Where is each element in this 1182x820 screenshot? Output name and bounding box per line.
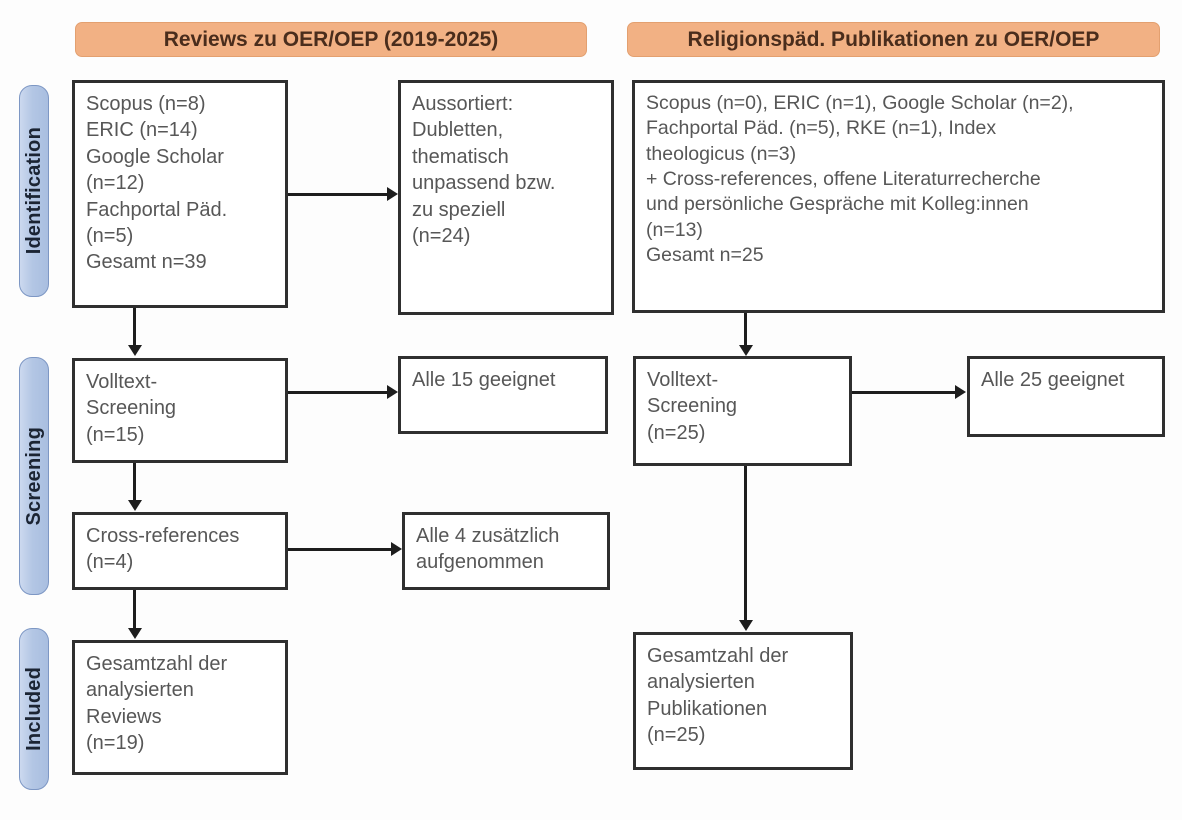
node-line: Volltext-: [647, 369, 719, 391]
node-line: aufgenommen: [416, 551, 544, 574]
arrowhead-right-fulltext-to-eligible: [955, 385, 966, 399]
phase-pill-identification: Identification: [19, 85, 49, 297]
node-line: Cross-references: [86, 525, 240, 547]
node-line: Publikationen: [647, 697, 768, 720]
node-left-crossreferences-added: Alle 4 zusätzlich aufgenommen: [402, 512, 610, 590]
node-line: ERIC (n=14): [86, 119, 198, 142]
connector-left-sources-to-fulltext: [133, 308, 136, 346]
node-left-crossreferences: Cross-references (n=4): [72, 512, 288, 590]
node-line: Screening: [86, 397, 177, 420]
node-line: theologicus (n=3): [646, 142, 797, 165]
phase-pill-included: Included: [19, 628, 49, 790]
node-line: Gesamtzahl der: [647, 645, 789, 667]
connector-right-sources-to-fulltext: [744, 313, 747, 346]
node-line: (n=25): [647, 421, 706, 444]
connector-right-fulltext-to-eligible: [852, 391, 956, 394]
connector-left-crossref-to-added: [288, 548, 392, 551]
node-line: thematisch: [412, 145, 509, 168]
node-line: Dubletten,: [412, 119, 504, 142]
node-line: Fachportal Päd.: [86, 198, 228, 221]
node-line: Alle 25 geeignet: [981, 369, 1125, 391]
node-line: Aussortiert:: [412, 93, 514, 115]
phase-label-included: Included: [22, 667, 45, 751]
node-line: (n=5): [86, 224, 134, 247]
node-line: zu speziell: [412, 198, 506, 221]
arrowhead-left-fulltext-to-crossref: [128, 500, 142, 511]
node-line: Volltext-: [86, 371, 158, 393]
node-line: Screening: [647, 395, 738, 418]
connector-left-sources-to-excluded: [288, 193, 388, 196]
node-left-sources: Scopus (n=8) ERIC (n=14) Google Scholar …: [72, 80, 288, 308]
node-left-included-total: Gesamtzahl der analysierten Reviews (n=1…: [72, 640, 288, 775]
connector-left-crossref-to-included: [133, 590, 136, 630]
phase-label-identification: Identification: [22, 127, 45, 255]
node-line: (n=19): [86, 732, 145, 755]
phase-pill-screening: Screening: [19, 357, 49, 595]
column-header-religionspaed: Religionspäd. Publikationen zu OER/OEP: [627, 22, 1160, 57]
node-right-fulltext-screening: Volltext- Screening (n=25): [633, 356, 852, 466]
arrowhead-left-sources-to-fulltext: [128, 345, 142, 356]
node-line: Scopus (n=8): [86, 93, 206, 115]
node-left-fulltext-screening: Volltext- Screening (n=15): [72, 358, 288, 463]
arrowhead-left-sources-to-excluded: [387, 187, 398, 201]
node-right-included-total: Gesamtzahl der analysierten Publikatione…: [633, 632, 853, 770]
node-line: (n=25): [647, 724, 706, 747]
node-right-eligible: Alle 25 geeignet: [967, 356, 1165, 437]
connector-left-fulltext-to-eligible: [288, 391, 388, 394]
node-line: Gesamt n=25: [646, 244, 764, 267]
node-line: Google Scholar: [86, 145, 224, 168]
node-line: Gesamtzahl der: [86, 653, 228, 675]
node-line: Reviews: [86, 705, 162, 728]
node-left-eligible: Alle 15 geeignet: [398, 356, 608, 434]
node-line: Scopus (n=0), ERIC (n=1), Google Scholar…: [646, 92, 1074, 114]
arrowhead-right-fulltext-to-included: [739, 620, 753, 631]
node-line: Fachportal Päd. (n=5), RKE (n=1), Index: [646, 117, 997, 140]
node-line: (n=12): [86, 172, 145, 195]
node-right-sources: Scopus (n=0), ERIC (n=1), Google Scholar…: [632, 80, 1165, 313]
node-line: (n=15): [86, 423, 145, 446]
node-line: (n=24): [412, 224, 471, 247]
column-header-reviews: Reviews zu OER/OEP (2019-2025): [75, 22, 587, 57]
node-line: Alle 15 geeignet: [412, 369, 556, 391]
node-line: Gesamt n=39: [86, 251, 207, 274]
node-line: und persönliche Gespräche mit Kolleg:inn…: [646, 193, 1029, 216]
connector-left-fulltext-to-crossref: [133, 463, 136, 501]
arrowhead-left-fulltext-to-eligible: [387, 385, 398, 399]
connector-right-fulltext-to-included: [744, 466, 747, 622]
node-line: analysierten: [647, 671, 755, 694]
node-line: (n=13): [646, 218, 703, 241]
arrowhead-right-sources-to-fulltext: [739, 345, 753, 356]
node-line: + Cross-references, offene Literaturrech…: [646, 168, 1041, 191]
node-left-excluded: Aussortiert: Dubletten, thematisch unpas…: [398, 80, 614, 315]
node-line: analysierten: [86, 679, 194, 702]
arrowhead-left-crossref-to-included: [128, 628, 142, 639]
node-line: unpassend bzw.: [412, 172, 556, 195]
node-line: Alle 4 zusätzlich: [416, 525, 560, 547]
node-line: (n=4): [86, 551, 134, 574]
arrowhead-left-crossref-to-added: [391, 542, 402, 556]
phase-label-screening: Screening: [22, 426, 45, 526]
